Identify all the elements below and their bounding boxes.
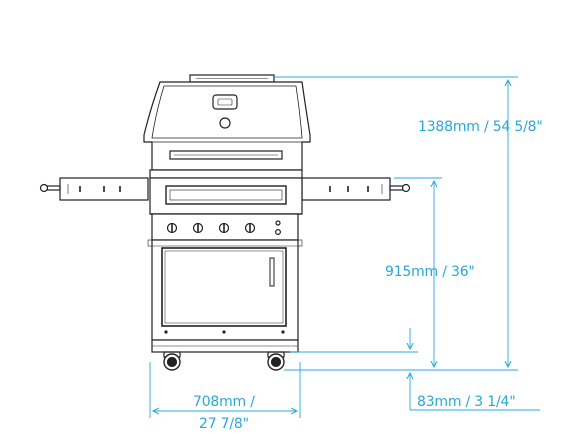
lid-knob <box>219 117 231 129</box>
grill-body <box>149 177 303 215</box>
dimension-labels: 1388mm / 54 5/8" 915mm / 36" 83mm / 3 1/… <box>193 119 543 432</box>
cart-body <box>151 239 299 341</box>
grease-tray-handle <box>165 185 287 205</box>
ignition-button <box>275 220 281 226</box>
width-label-line2: 27 7/8" <box>199 416 249 432</box>
light-switch <box>275 229 282 236</box>
dimension-lines <box>149 76 540 418</box>
firebox-band <box>149 169 303 179</box>
thermometer <box>212 94 238 110</box>
control-panel <box>151 213 299 241</box>
total-height-label: 1388mm / 54 5/8" <box>418 119 543 135</box>
casters <box>163 351 285 371</box>
hood-handle <box>169 150 283 160</box>
cart-door <box>161 247 287 327</box>
counter-height-label: 915mm / 36" <box>385 264 475 280</box>
door-handle <box>269 257 275 287</box>
clearance-label: 83mm / 3 1/4" <box>417 394 515 410</box>
right-side-shelf <box>301 177 391 201</box>
hood-front-panel <box>151 85 303 139</box>
width-label-line1: 708mm / <box>193 394 255 410</box>
control-knobs <box>166 220 282 236</box>
grill-drawing <box>39 74 411 371</box>
